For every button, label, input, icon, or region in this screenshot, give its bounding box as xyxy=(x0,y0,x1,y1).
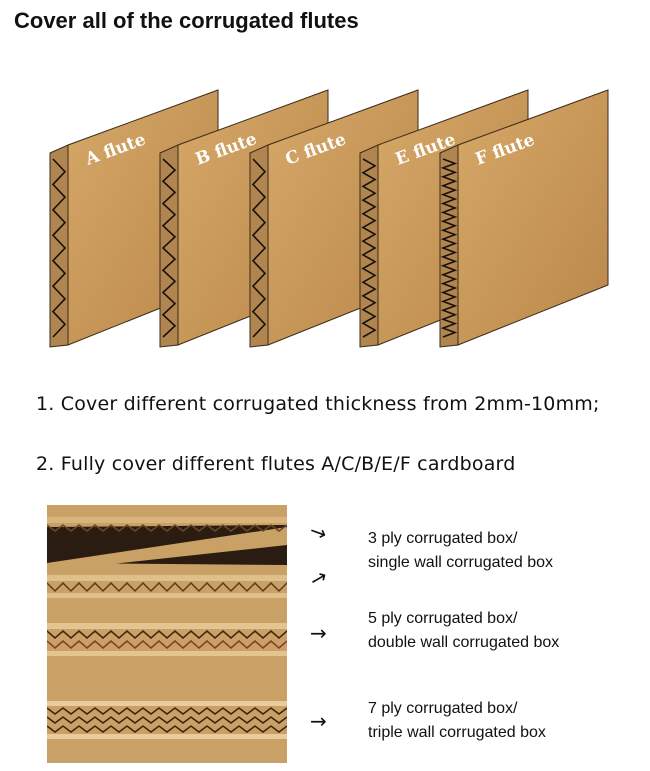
arrow-icon: → xyxy=(310,621,327,645)
label-5-ply-line2: double wall corrugated box xyxy=(368,634,560,651)
label-3-ply: 3 ply corrugated box/ single wall corrug… xyxy=(368,527,553,575)
arrow-icon: → xyxy=(310,709,327,733)
label-7-ply-line2: triple wall corrugated box xyxy=(368,724,546,741)
arrow-icon: → xyxy=(305,563,332,593)
label-3-ply-line1: 3 ply corrugated box/ xyxy=(368,530,518,547)
label-5-ply-line1: 5 ply corrugated box/ xyxy=(368,610,518,627)
label-3-ply-line2: single wall corrugated box xyxy=(368,554,553,571)
bullet-thickness: 1. Cover different corrugated thickness … xyxy=(36,393,600,415)
bullet-flutes: 2. Fully cover different flutes A/C/B/E/… xyxy=(36,453,516,475)
label-7-ply-line1: 7 ply corrugated box/ xyxy=(368,700,518,717)
label-7-ply: 7 ply corrugated box/ triple wall corrug… xyxy=(368,697,546,745)
label-5-ply: 5 ply corrugated box/ double wall corrug… xyxy=(368,607,559,655)
flute-panel: F flute xyxy=(439,89,609,348)
arrow-icon: → xyxy=(306,517,331,547)
corrugated-layers-photo xyxy=(47,505,287,763)
page-title: Cover all of the corrugated flutes xyxy=(14,8,359,33)
